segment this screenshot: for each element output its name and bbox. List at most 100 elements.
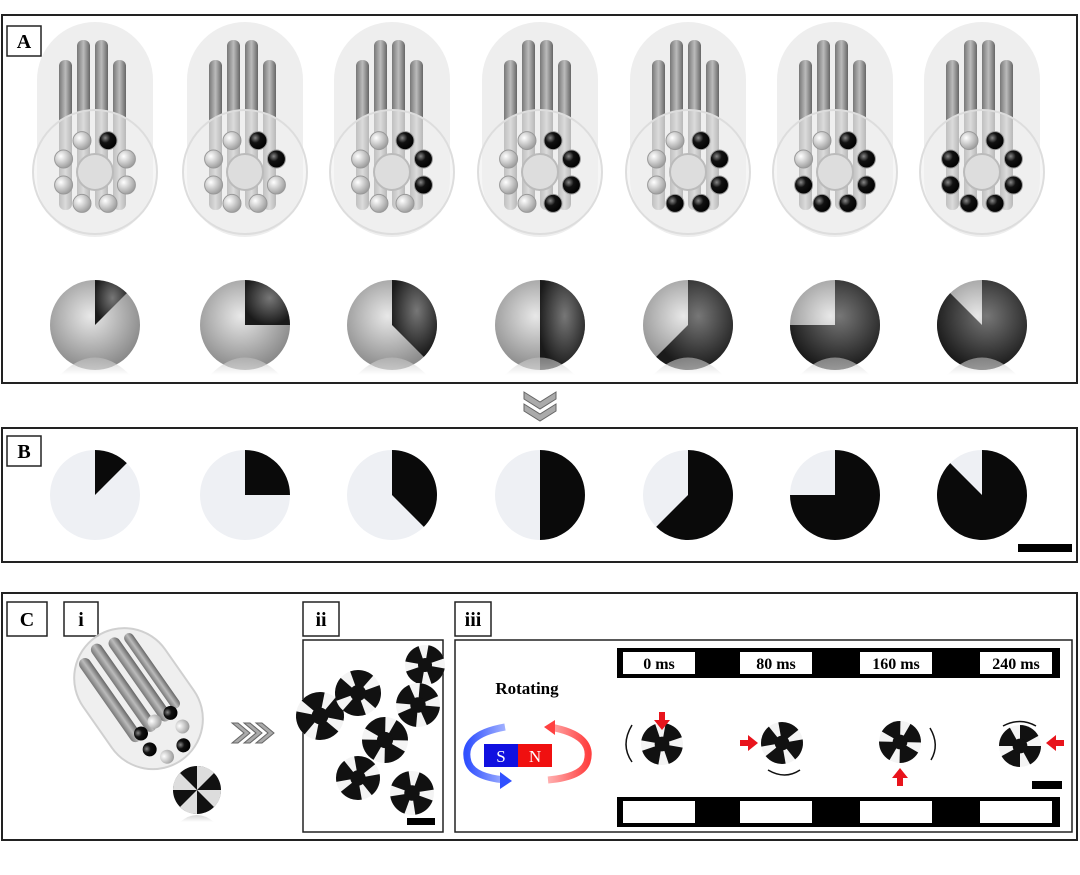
white-bead <box>98 193 118 213</box>
black-bead <box>709 175 729 195</box>
janus-sphere <box>937 280 1027 375</box>
micrograph-particle-7 <box>937 450 1027 540</box>
white-bead <box>647 175 667 195</box>
center-ring <box>669 153 707 191</box>
micrograph-particle-3 <box>347 450 438 540</box>
micrograph-particle-1 <box>50 450 140 540</box>
sub-iii-label-text: iii <box>465 609 482 631</box>
black-bead <box>941 175 961 195</box>
frame-box <box>980 801 1052 823</box>
scale-bar-ii <box>407 818 435 825</box>
force-arrow-icon <box>1046 735 1064 751</box>
tilted-device-illustration <box>73 627 204 771</box>
scale-bar-iii <box>1032 781 1062 789</box>
petal <box>358 685 381 709</box>
particle-dark-sector <box>392 450 438 527</box>
force-arrow-icon <box>654 712 670 730</box>
panel-b-label-text: B <box>17 441 30 463</box>
black-bead <box>163 705 178 720</box>
black-bead <box>142 742 157 757</box>
frame-box <box>740 801 812 823</box>
white-bead <box>369 193 389 213</box>
petal <box>350 670 374 693</box>
sub-ii-label-text: ii <box>315 609 327 631</box>
device-4 <box>477 22 603 237</box>
black-bead <box>985 131 1005 151</box>
center-ring <box>76 153 114 191</box>
particles-micrograph <box>296 645 445 815</box>
white-bead <box>351 149 371 169</box>
white-bead <box>72 193 92 213</box>
janus-sphere <box>50 280 140 375</box>
white-bead <box>665 131 685 151</box>
black-bead <box>266 149 286 169</box>
rotor-frame-0 <box>641 723 683 765</box>
panel-c-label: C <box>6 601 48 637</box>
micrograph-particle-6 <box>790 450 880 540</box>
sphere-reflection <box>505 357 575 375</box>
particle-2 <box>296 692 344 740</box>
janus-sphere <box>495 280 585 375</box>
particle-dark-sector <box>937 450 1027 540</box>
magnet-south-pole <box>484 744 518 767</box>
black-bead <box>856 149 876 169</box>
white-bead <box>160 749 175 764</box>
black-bead <box>395 131 415 151</box>
rotor-frame-2 <box>879 721 921 763</box>
white-bead <box>647 149 667 169</box>
sphere-reflection <box>653 357 723 375</box>
center-ring <box>373 153 411 191</box>
timestamp-box <box>980 652 1052 674</box>
white-bead <box>147 714 162 729</box>
center-ring <box>816 153 854 191</box>
black-bead <box>98 131 118 151</box>
striped-sphere <box>172 765 222 822</box>
sub-i-label-text: i <box>78 609 84 631</box>
sphere-reflection <box>800 357 870 375</box>
scale-bar-b <box>1018 544 1072 552</box>
particle-core <box>410 697 426 713</box>
black-bead <box>812 193 832 213</box>
black-bead <box>248 131 268 151</box>
white-bead <box>499 175 519 195</box>
white-bead <box>116 175 136 195</box>
white-bead <box>222 131 242 151</box>
micrograph-particle-4 <box>495 450 585 540</box>
particle-1 <box>405 645 445 685</box>
frame-box <box>860 801 932 823</box>
sphere-dark-sector <box>790 280 880 370</box>
petal <box>342 693 366 716</box>
white-bead <box>72 131 92 151</box>
black-bead <box>176 738 191 753</box>
device-7 <box>919 22 1045 237</box>
black-bead <box>838 131 858 151</box>
center-ring <box>521 153 559 191</box>
device-6 <box>772 22 898 237</box>
black-bead <box>413 175 433 195</box>
white-bead <box>222 193 242 213</box>
device-2 <box>182 22 308 237</box>
sphere-dark-sector <box>245 280 290 325</box>
particle-dark-sector <box>95 450 127 495</box>
particle-7 <box>390 771 434 815</box>
particle-dark-sector <box>790 450 880 540</box>
black-bead <box>856 175 876 195</box>
timestamp-label: 80 ms <box>756 656 796 673</box>
black-bead <box>543 131 563 151</box>
magnet-south-label: S <box>496 747 505 766</box>
sphere-reflection <box>357 357 427 375</box>
sphere-dark-sector <box>937 280 1027 370</box>
black-bead <box>985 193 1005 213</box>
white-bead <box>116 149 136 169</box>
sphere-dark-sector <box>95 280 127 325</box>
particle-core <box>350 770 366 786</box>
particle-dark-sector <box>245 450 290 495</box>
force-arrow-icon <box>892 768 908 786</box>
black-bead <box>691 193 711 213</box>
white-bead <box>794 149 814 169</box>
rotor-frame-3 <box>999 725 1041 767</box>
timestamp-label: 240 ms <box>992 656 1040 673</box>
rotation-arrow-icon <box>929 727 936 761</box>
timestamp-label: 0 ms <box>643 656 675 673</box>
